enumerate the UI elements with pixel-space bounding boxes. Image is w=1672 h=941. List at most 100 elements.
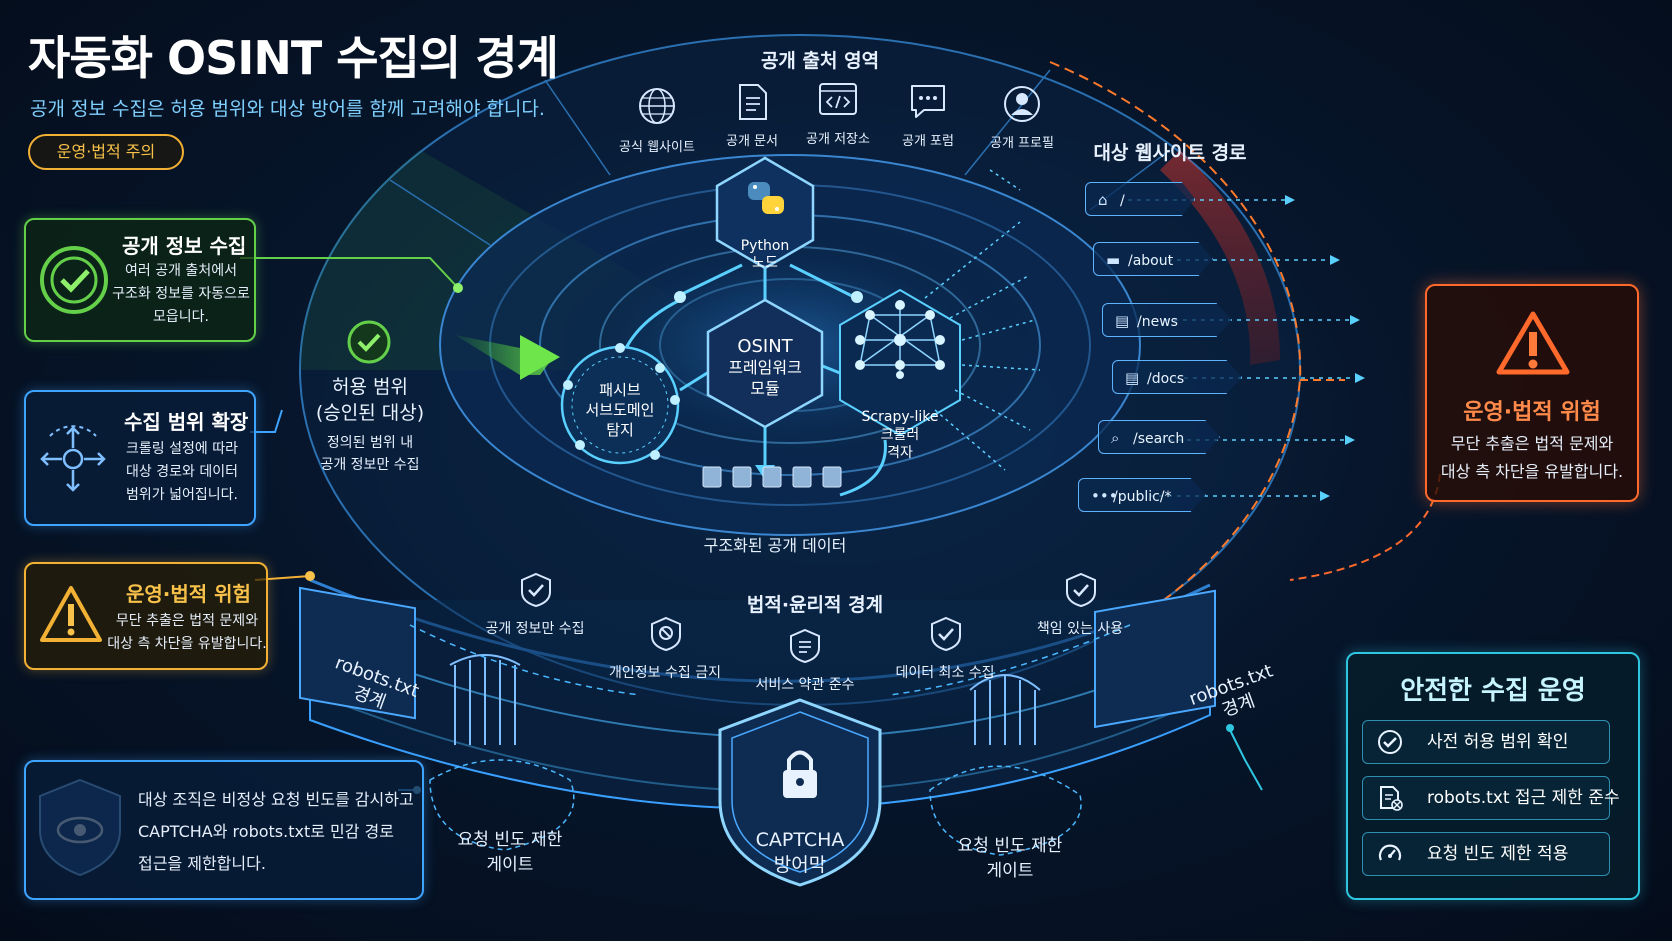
risk-card-left: 운영·법적 위험 무단 추출은 법적 문제와 대상 측 차단을 유발합니다. [24,562,268,670]
path-news[interactable]: ▤ /news [1102,303,1232,337]
rate-left-line: 게이트 [486,855,534,875]
python-node-line: 노드 [752,255,778,271]
safe-item-scope-check: 사전 허용 범위 확인 [1362,720,1610,764]
ethics-item-tos: 서비스 약관 준수 [740,628,870,693]
code-repo-icon [819,83,857,115]
collect-line: 구조화 정보를 자동으로 [112,286,250,302]
chat-bubble-icon [911,85,945,118]
source-label: 공개 포럼 [902,134,954,149]
source-documents: 공개 문서 [700,82,800,152]
source-repository: 공개 저장소 [783,80,893,150]
gauge-icon [1378,844,1402,861]
risk-left-title: 운영·법적 위험 [126,582,251,606]
captcha-line: 방어막 [773,854,827,876]
safe-item-label: robots.txt 접근 제한 준수 [1427,788,1620,808]
file-block-icon [1380,786,1403,811]
captcha-shield-label: CAPTCHA 방어막 [750,828,850,878]
expand-card: 수집 범위 확장 크롤링 설정에 따라 대상 경로와 데이터 범위가 넓어집니다… [24,390,256,526]
source-label: 공식 웹사이트 [619,140,695,155]
shield-doc-icon [790,628,820,664]
structured-data-label: 구조화된 공개 데이터 [703,536,847,555]
search-icon: ⌕ [1111,429,1120,447]
ethics-item-public-only: 공개 정보만 수집 [470,572,600,637]
path-public[interactable]: •••/public/* [1078,478,1206,512]
framework-line: 프레임워크 [728,358,802,377]
expand-arrows-icon [40,425,106,492]
collect-line: 여러 공개 출처에서 [125,263,237,279]
scope-line: 공개 정보만 수집 [320,457,420,473]
defense-line: 접근을 제한합니다. [138,854,266,873]
passive-line: 서브도메인 [585,401,655,419]
defense-line: CAPTCHA와 robots.txt로 민감 경로 [138,822,394,841]
defense-text: 대상 조직은 비정상 요청 빈도를 감시하고 CAPTCHA와 robots.t… [138,784,414,880]
defense-line: 대상 조직은 비정상 요청 빈도를 감시하고 [138,790,414,809]
eye-shield-icon [44,782,124,882]
source-profile: 공개 프로필 [967,84,1077,154]
rate-limit-gate-left: 요청 빈도 제한 게이트 [450,828,570,878]
warning-icon [40,586,102,642]
collect-text: 여러 공개 출처에서 구조화 정보를 자동으로 모읍니다. [106,260,256,329]
path-root[interactable]: ⌂/ [1085,182,1195,216]
scope-subtitle: (승인된 대상) [315,402,425,424]
ethics-item-minimal: 데이터 최소 수집 [880,616,1010,681]
source-label: 공개 저장소 [806,132,870,147]
risk-right-title: 운영·법적 위험 [1463,400,1601,425]
shield-check-icon [521,572,551,608]
padlock-icon [780,742,820,782]
risk-right-text: 무단 추출은 법적 문제와 대상 측 차단을 유발합니다. [1427,430,1637,486]
rate-limit-gate-right: 요청 빈도 제한 게이트 [945,834,1075,884]
ethics-label: 공개 정보만 수집 [485,621,585,637]
scope-text: 정의된 범위 내 공개 정보만 수집 [300,432,440,476]
scope-title: 허용 범위 [332,376,408,398]
path-label: /docs [1147,371,1185,387]
passive-line: 탐지 [606,421,634,439]
file-icon: ▤ [1115,312,1130,330]
safe-item-rate-limit: 요청 빈도 제한 적용 [1362,832,1610,876]
passive-subdomain-label: 패시브 서브도메인 탐지 [570,380,670,440]
ethics-title: 법적·윤리적 경계 [746,594,884,616]
framework-module-label: OSINT 프레임워크 모듈 [710,336,820,399]
risk-left-line: 대상 측 차단을 유발합니다. [107,636,267,652]
path-docs[interactable]: ▤/docs [1112,360,1242,394]
risk-right-line: 무단 추출은 법적 문제와 [1450,434,1614,453]
page-title: 자동화 OSINT 수집의 경계 [28,31,559,85]
framework-line: 모듈 [750,379,780,398]
scrapy-line: Scrapy-like [861,409,939,425]
rate-right-line: 요청 빈도 제한 [957,836,1063,856]
source-forum: 공개 포럼 [878,82,978,152]
captcha-line: CAPTCHA [755,829,845,851]
home-icon: ⌂ [1098,191,1108,209]
rate-left-line: 요청 빈도 제한 [457,830,563,850]
source-label: 공개 문서 [726,134,778,149]
safe-ops-title: 안전한 수집 운영 [1400,676,1586,706]
expand-line: 크롤링 설정에 따라 [126,441,238,457]
ethics-label: 개인정보 수집 금지 [609,665,721,681]
path-label: /public/* [1113,489,1172,505]
risk-left-line: 무단 추출은 법적 문제와 [115,613,259,629]
ethics-item-no-pii: 개인정보 수집 금지 [600,616,730,681]
ethics-label: 서비스 약관 준수 [755,677,855,693]
globe-icon [639,88,675,124]
path-search[interactable]: ⌕/search [1098,420,1220,454]
risk-left-text: 무단 추출은 법적 문제와 대상 측 차단을 유발합니다. [104,610,270,656]
expand-line: 대상 경로와 데이터 [126,464,238,480]
warning-icon [1496,311,1570,375]
expand-text: 크롤링 설정에 따라 대상 경로와 데이터 범위가 넓어집니다. [112,438,252,507]
page-subtitle: 공개 정보 수집은 허용 범위와 대상 방어를 함께 고려해야 합니다. [30,98,545,120]
collect-title: 공개 정보 수집 [122,234,247,258]
path-label: /news [1137,314,1178,330]
source-website: 공식 웹사이트 [605,86,705,156]
expand-line: 범위가 넓어집니다. [126,487,238,503]
path-label: /about [1128,253,1174,269]
check-circle-icon [40,246,108,314]
sources-title: 공개 출처 영역 [760,50,880,72]
rate-right-line: 게이트 [986,861,1034,881]
python-node-line: Python [740,238,790,254]
user-profile-icon [1004,86,1040,122]
shield-check-icon [1066,572,1096,608]
path-about[interactable]: ▬/about [1093,242,1213,276]
document-icon [739,84,767,120]
python-node-label: Python 노드 [715,238,815,272]
ethics-label: 책임 있는 사용 [1036,621,1124,637]
